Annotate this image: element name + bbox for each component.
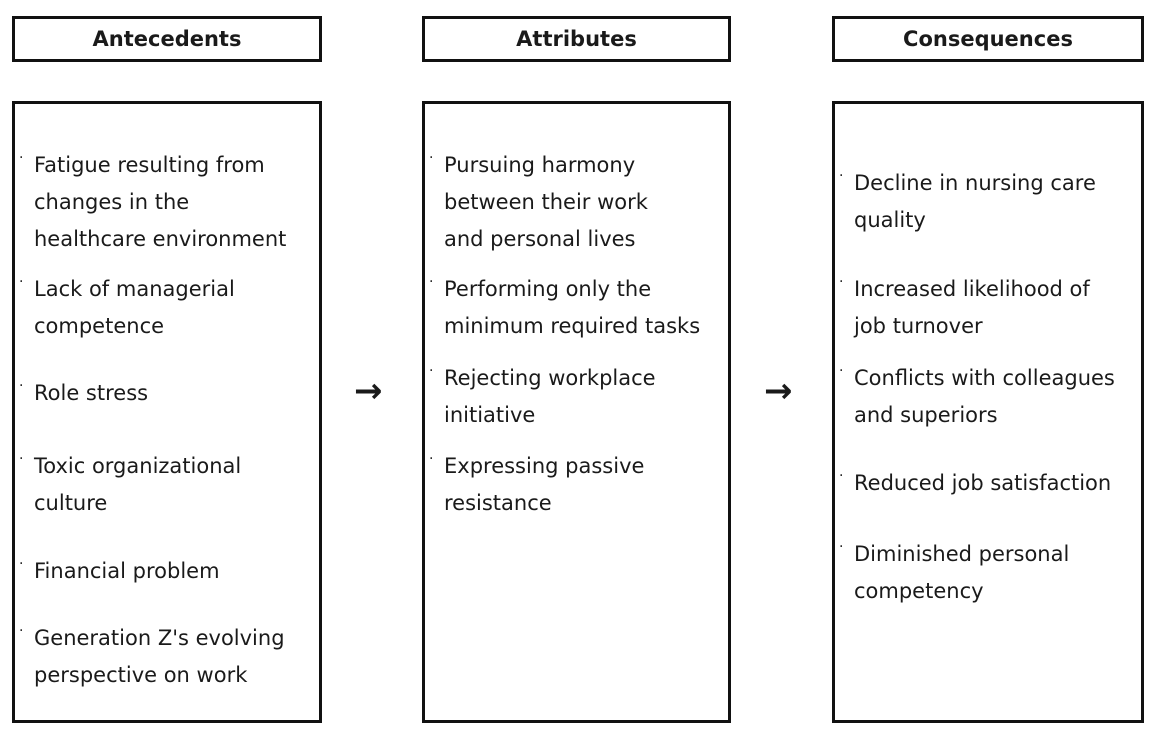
list-item-text: Financial problem — [34, 559, 220, 583]
header-label: Attributes — [516, 27, 637, 51]
list-item-text: Reduced job satisfaction — [854, 471, 1112, 495]
bullet-icon: · — [19, 623, 24, 639]
right-arrow-icon: → — [764, 371, 793, 411]
bullet-icon: · — [19, 556, 24, 572]
bullet-icon: · — [839, 468, 844, 484]
bullet-icon: · — [839, 363, 844, 379]
bullet-icon: · — [429, 363, 434, 379]
bullet-icon: · — [19, 274, 24, 290]
bullet-icon: · — [19, 150, 24, 166]
header-label: Antecedents — [92, 27, 242, 51]
bullet-icon: · — [839, 168, 844, 184]
bullet-icon: · — [429, 451, 434, 467]
header-attributes: Attributes — [422, 16, 731, 62]
bullet-icon: · — [19, 378, 24, 394]
list-item: · Role stress — [15, 375, 148, 412]
bullet-icon: · — [839, 274, 844, 290]
bullet-icon: · — [839, 539, 844, 555]
bullet-icon: · — [429, 274, 434, 290]
list-item-text: Role stress — [34, 381, 149, 405]
bullet-icon: · — [19, 451, 24, 467]
bullet-icon: · — [429, 150, 434, 166]
header-consequences: Consequences — [832, 16, 1144, 62]
list-item: · Reduced job satisfaction — [835, 465, 1111, 502]
list-item: · Financial problem — [15, 553, 220, 590]
right-arrow-icon: → — [354, 371, 383, 411]
header-label: Consequences — [903, 27, 1073, 51]
header-antecedents: Antecedents — [12, 16, 322, 62]
